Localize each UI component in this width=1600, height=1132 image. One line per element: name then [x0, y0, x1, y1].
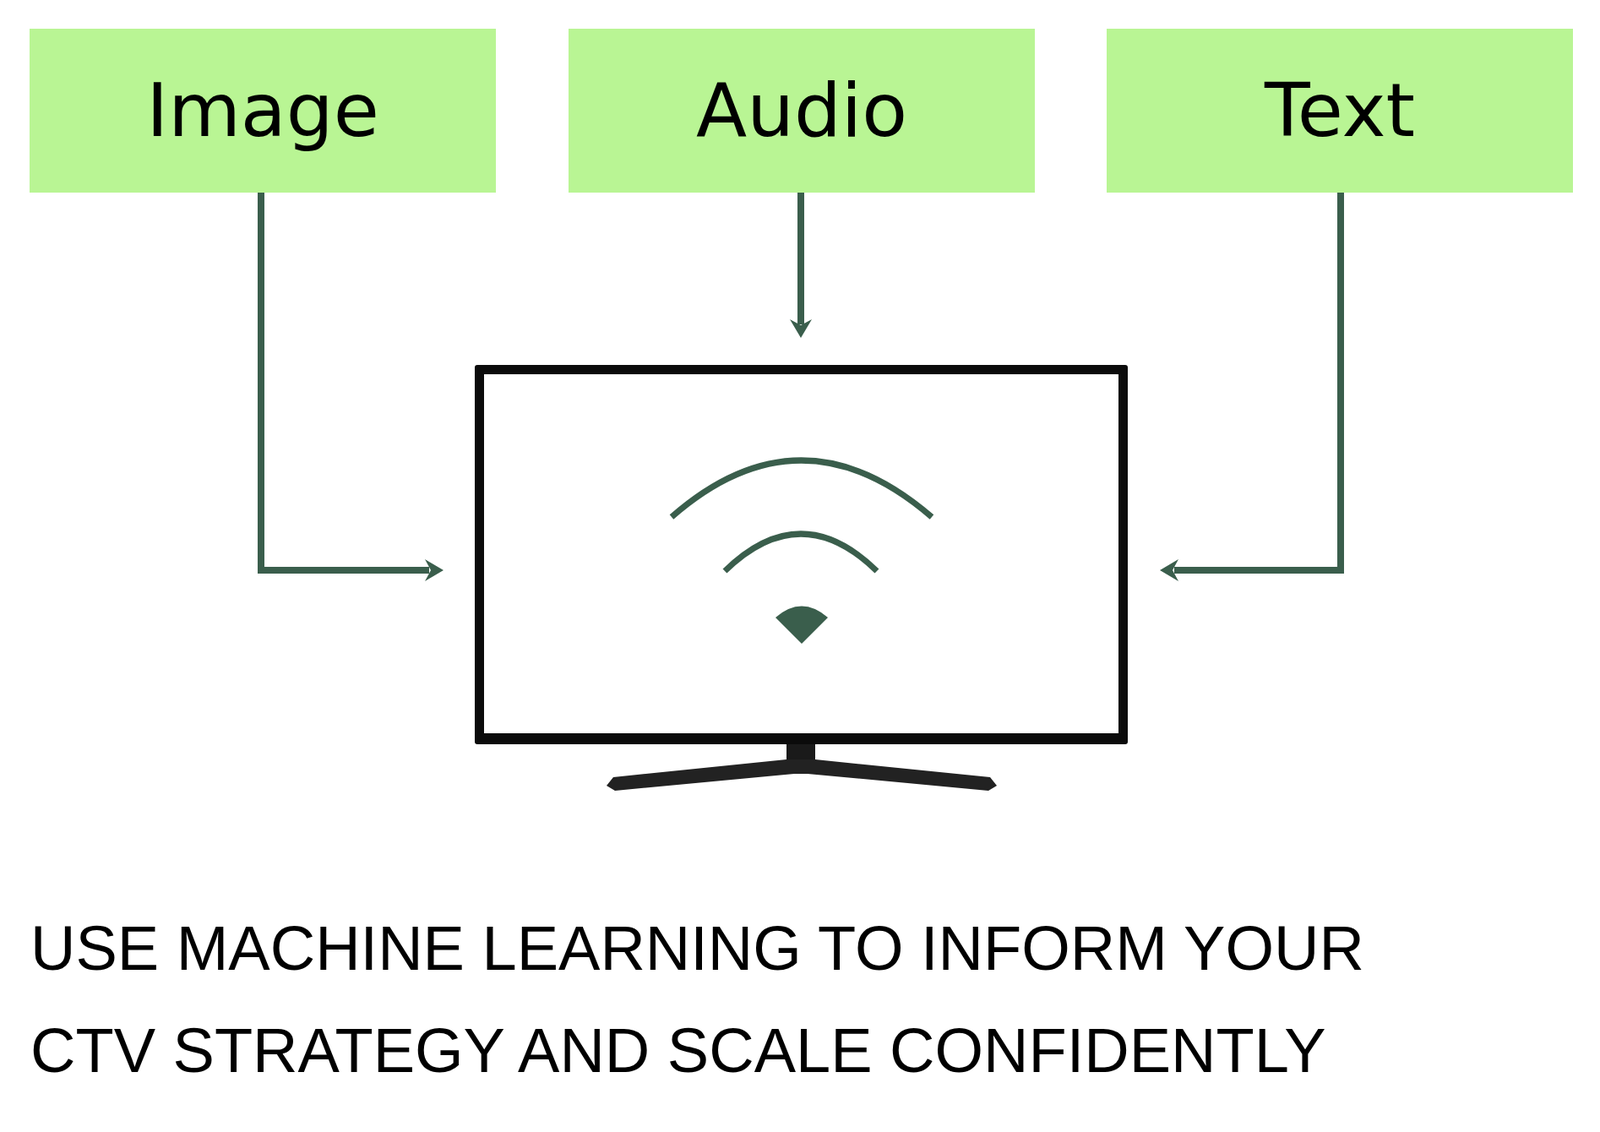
input-box: Text	[1106, 28, 1573, 193]
tv-frame	[474, 364, 1128, 745]
television	[474, 364, 1128, 791]
tv-stand	[606, 759, 997, 791]
arrow-line	[797, 192, 805, 325]
input-box: Image	[29, 28, 496, 193]
arrow-line	[261, 189, 430, 571]
wifi-arc	[724, 533, 877, 572]
arrow-line	[1174, 189, 1341, 571]
wifi-symbol	[671, 460, 932, 644]
input-box: Audio	[568, 28, 1035, 193]
tv-screen	[484, 374, 1119, 734]
caption: USE MACHINE LEARNING TO INFORM YOUR CTV …	[30, 897, 1484, 1102]
box-label: Image	[146, 73, 380, 148]
arrow-head	[424, 559, 444, 582]
wifi-dot	[775, 606, 828, 645]
box-label: Text	[1264, 73, 1415, 148]
tv-neck	[786, 744, 816, 760]
wifi-arc	[671, 460, 932, 518]
box-label: Audio	[696, 73, 908, 148]
arrows	[261, 189, 1341, 582]
arrow-head	[1159, 559, 1179, 582]
arrow-head	[789, 319, 812, 338]
